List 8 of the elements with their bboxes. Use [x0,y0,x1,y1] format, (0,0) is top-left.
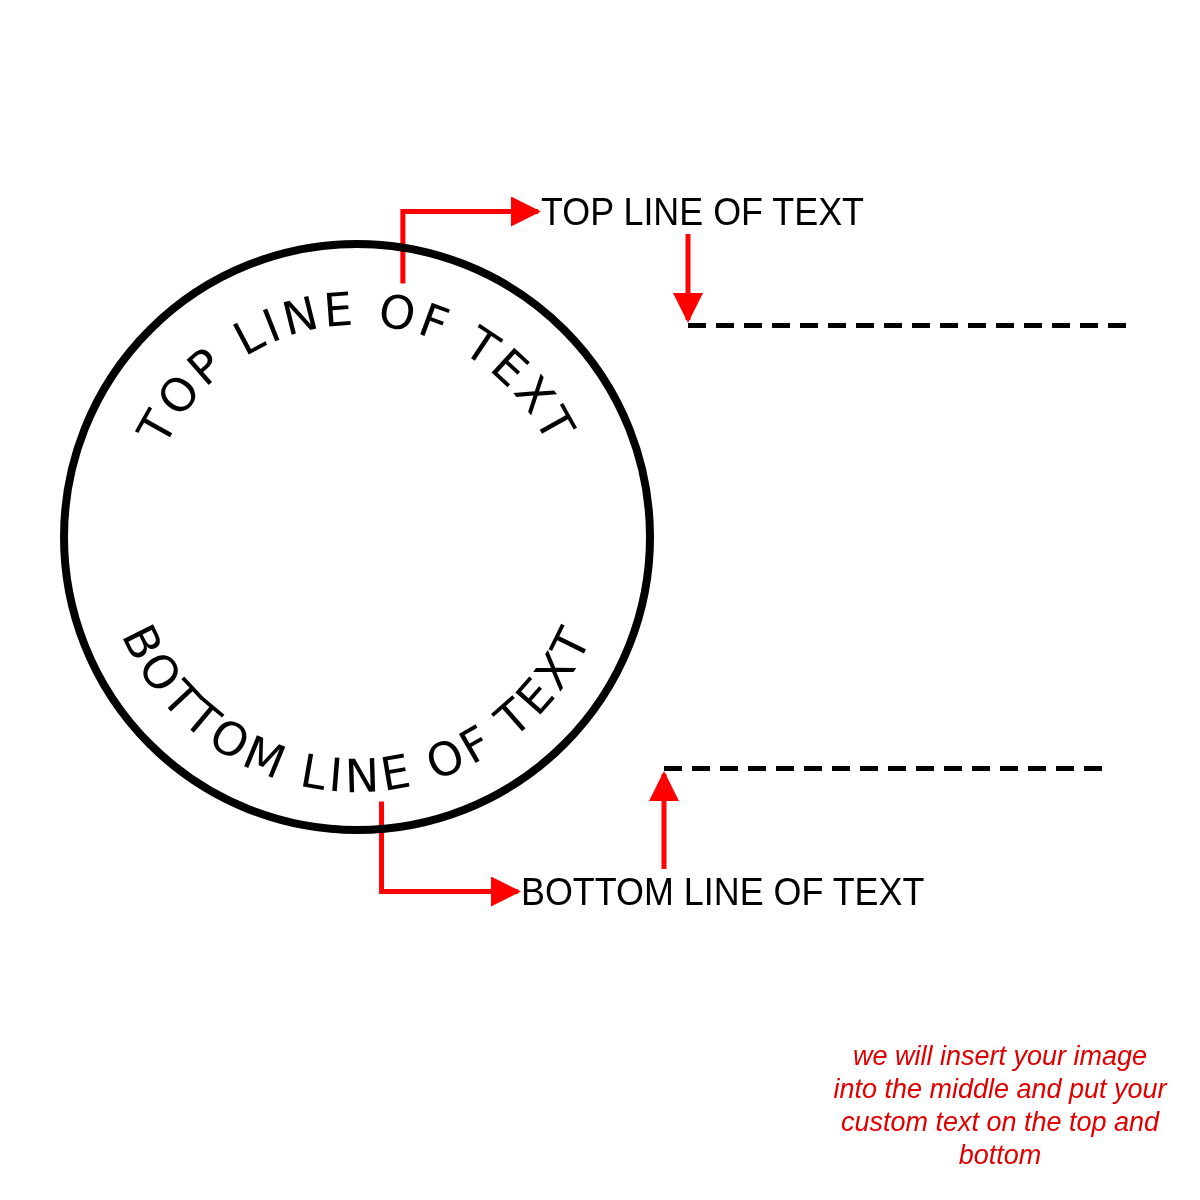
arrow [649,771,679,869]
label-text: BOTTOM LINE OF TEXT [521,872,925,911]
arrow [400,196,541,284]
circle-outline [60,240,654,834]
arrow [673,234,703,323]
arrow [379,801,521,907]
label-text: TOP LINE OF TEXT [541,192,864,231]
note-text: we will insert your image into the middle and put your custom text on the top and bottom [832,1040,1169,1172]
